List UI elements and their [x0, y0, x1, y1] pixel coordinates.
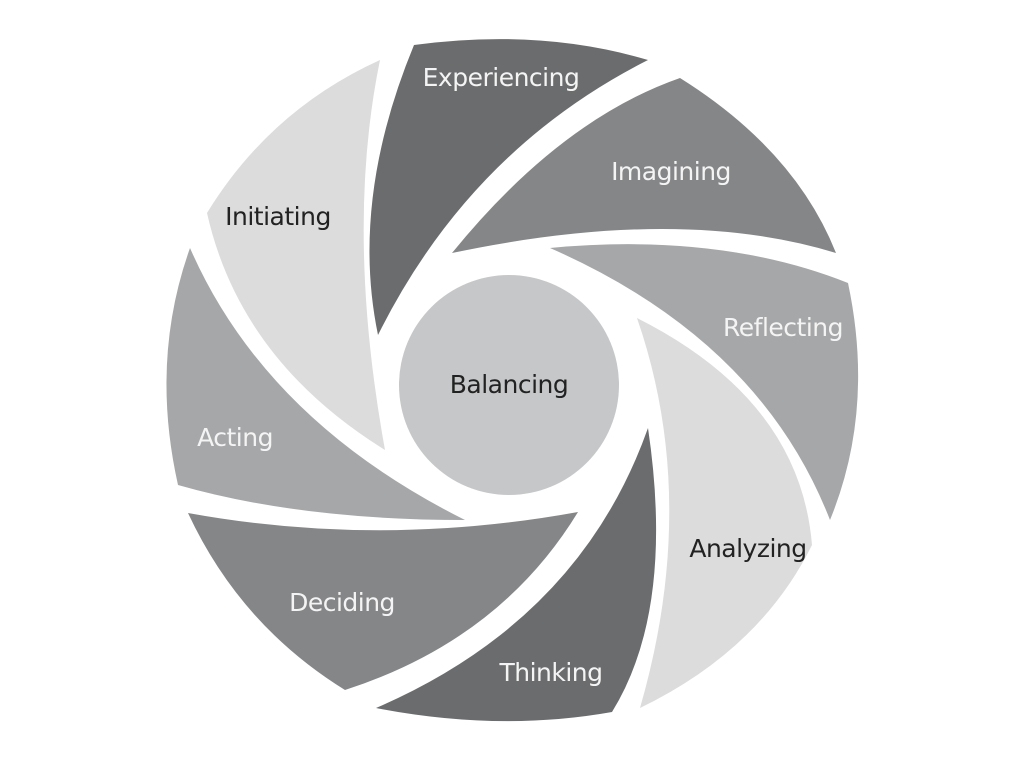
center-label: Balancing	[450, 370, 569, 399]
segment-deciding-shape	[188, 512, 578, 690]
segment-imagining-label: Imagining	[611, 157, 731, 186]
segment-acting-shape	[166, 248, 465, 520]
segment-analyzing: Analyzing	[637, 318, 812, 708]
segment-analyzing-shape	[637, 318, 812, 708]
segment-initiating-shape	[207, 60, 385, 450]
segment-initiating: Initiating	[207, 60, 385, 450]
segment-thinking-shape	[376, 428, 657, 722]
center-circle	[399, 275, 619, 495]
segment-reflecting-shape	[550, 244, 859, 520]
segment-deciding-label: Deciding	[289, 588, 395, 617]
center-hub: Balancing	[399, 275, 619, 495]
segment-reflecting: Reflecting	[550, 244, 859, 520]
segment-thinking: Thinking	[376, 428, 657, 722]
segment-experiencing: Experiencing	[369, 39, 648, 335]
segment-deciding: Deciding	[188, 512, 578, 690]
segment-imagining-shape	[452, 78, 836, 253]
segment-thinking-label: Thinking	[498, 658, 602, 687]
segment-imagining: Imagining	[452, 78, 836, 253]
segment-reflecting-label: Reflecting	[723, 313, 843, 342]
segment-analyzing-label: Analyzing	[689, 534, 806, 563]
segment-acting-label: Acting	[197, 423, 273, 452]
segment-experiencing-label: Experiencing	[423, 63, 580, 92]
segment-initiating-label: Initiating	[225, 202, 331, 231]
segment-experiencing-shape	[369, 39, 648, 335]
segment-acting: Acting	[166, 248, 465, 520]
